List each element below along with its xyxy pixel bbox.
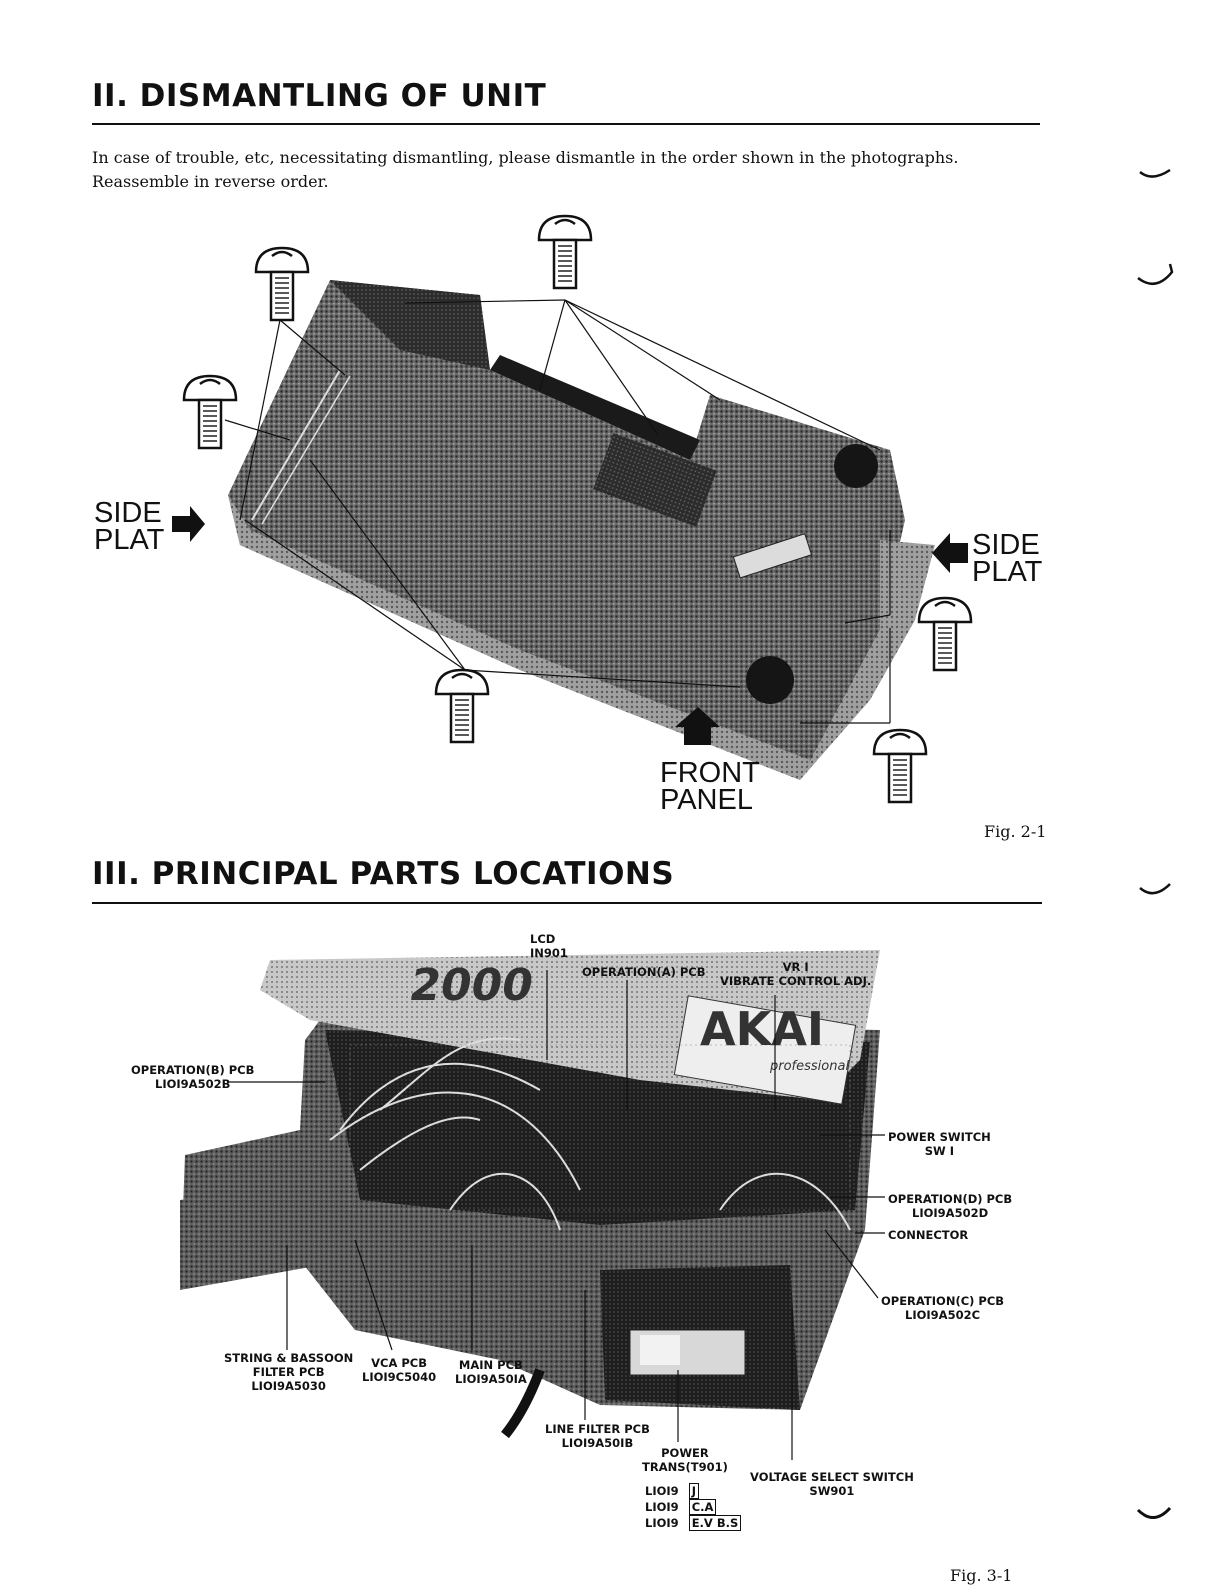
fig-3-1-caption: Fig. 3-1 <box>950 1566 1013 1585</box>
operation-b-callout: OPERATION(B) PCB LIOI9A502B <box>131 1063 255 1091</box>
section-2-title: II. DISMANTLING OF UNIT <box>92 78 547 114</box>
connector-callout: CONNECTOR <box>888 1228 969 1242</box>
model-code-row: LIOI9 J <box>645 1483 699 1499</box>
power-trans-callout: POWER TRANS(T901) <box>642 1446 728 1474</box>
parts-locations-figure: 2000 AKAI professional <box>180 950 885 1460</box>
photo-subbrand-text: professional <box>769 1059 849 1074</box>
vca-callout: VCA PCB LIOI9C5040 <box>362 1356 437 1384</box>
margin-marks <box>1136 168 1174 1519</box>
model-code-row: LIOI9 C.A <box>645 1499 717 1515</box>
operation-c-callout: OPERATION(C) PCB LIOI9A502C <box>881 1294 1005 1322</box>
operation-a-callout: OPERATION(A) PCB <box>582 965 706 979</box>
side-plat-right-label: SIDE PLAT <box>972 529 1043 588</box>
voltage-select-callout: VOLTAGE SELECT SWITCH SW901 <box>750 1470 914 1498</box>
model-prefix: LIOI9 <box>645 1500 679 1514</box>
model-code-box: C.A <box>688 1499 717 1515</box>
section-2-rule <box>92 123 1040 125</box>
intro-line-1: In case of trouble, etc, necessitating d… <box>92 148 959 167</box>
fig-2-1-caption: Fig. 2-1 <box>984 822 1047 841</box>
screw-icon <box>872 728 928 804</box>
unit-photo <box>228 280 935 780</box>
section-3-title: III. PRINCIPAL PARTS LOCATIONS <box>92 856 675 892</box>
model-code-row: LIOI9 E.V B.S <box>645 1515 742 1531</box>
power-switch-callout: POWER SWITCH SW I <box>888 1130 991 1158</box>
synth-photo: 2000 AKAI professional <box>180 950 880 1439</box>
screw-icon <box>182 374 238 450</box>
arrow-up-icon <box>675 707 720 745</box>
main-pcb-callout: MAIN PCB LIOI9A50IA <box>455 1358 527 1386</box>
dismantling-figure <box>172 214 973 804</box>
model-prefix: LIOI9 <box>645 1516 679 1530</box>
screw-icon <box>917 596 973 672</box>
intro-line-2: Reassemble in reverse order. <box>92 172 329 191</box>
model-prefix: LIOI9 <box>645 1484 679 1498</box>
screw-icon <box>254 246 310 322</box>
photo-brand-text: AKAI <box>700 1002 824 1056</box>
model-code-box: J <box>688 1483 699 1499</box>
screw-icon <box>434 668 490 744</box>
operation-d-callout: OPERATION(D) PCB LIOI9A502D <box>888 1192 1013 1220</box>
string-bassoon-callout: STRING & BASSOON FILTER PCB LIOI9A5030 <box>224 1351 354 1393</box>
vr1-callout: VR I VIBRATE CONTROL ADJ. <box>720 960 872 988</box>
photo-model-text: 2000 <box>406 960 537 1011</box>
section-3-rule <box>92 902 1042 904</box>
callout-leader-lines <box>228 970 885 1460</box>
section-2-intro: In case of trouble, etc, necessitating d… <box>92 146 1052 194</box>
arrow-right-icon <box>172 506 205 542</box>
side-plat-left-label: SIDE PLAT <box>94 497 165 556</box>
screw-icon <box>537 214 593 290</box>
model-code-box: E.V B.S <box>688 1515 742 1531</box>
line-filter-callout: LINE FILTER PCB LIOI9A50IB <box>545 1422 650 1450</box>
lcd-callout: LCD IN901 <box>530 932 568 960</box>
leader-lines <box>224 299 891 724</box>
front-panel-label: FRONT PANEL <box>660 757 760 816</box>
arrow-left-icon <box>932 533 968 573</box>
